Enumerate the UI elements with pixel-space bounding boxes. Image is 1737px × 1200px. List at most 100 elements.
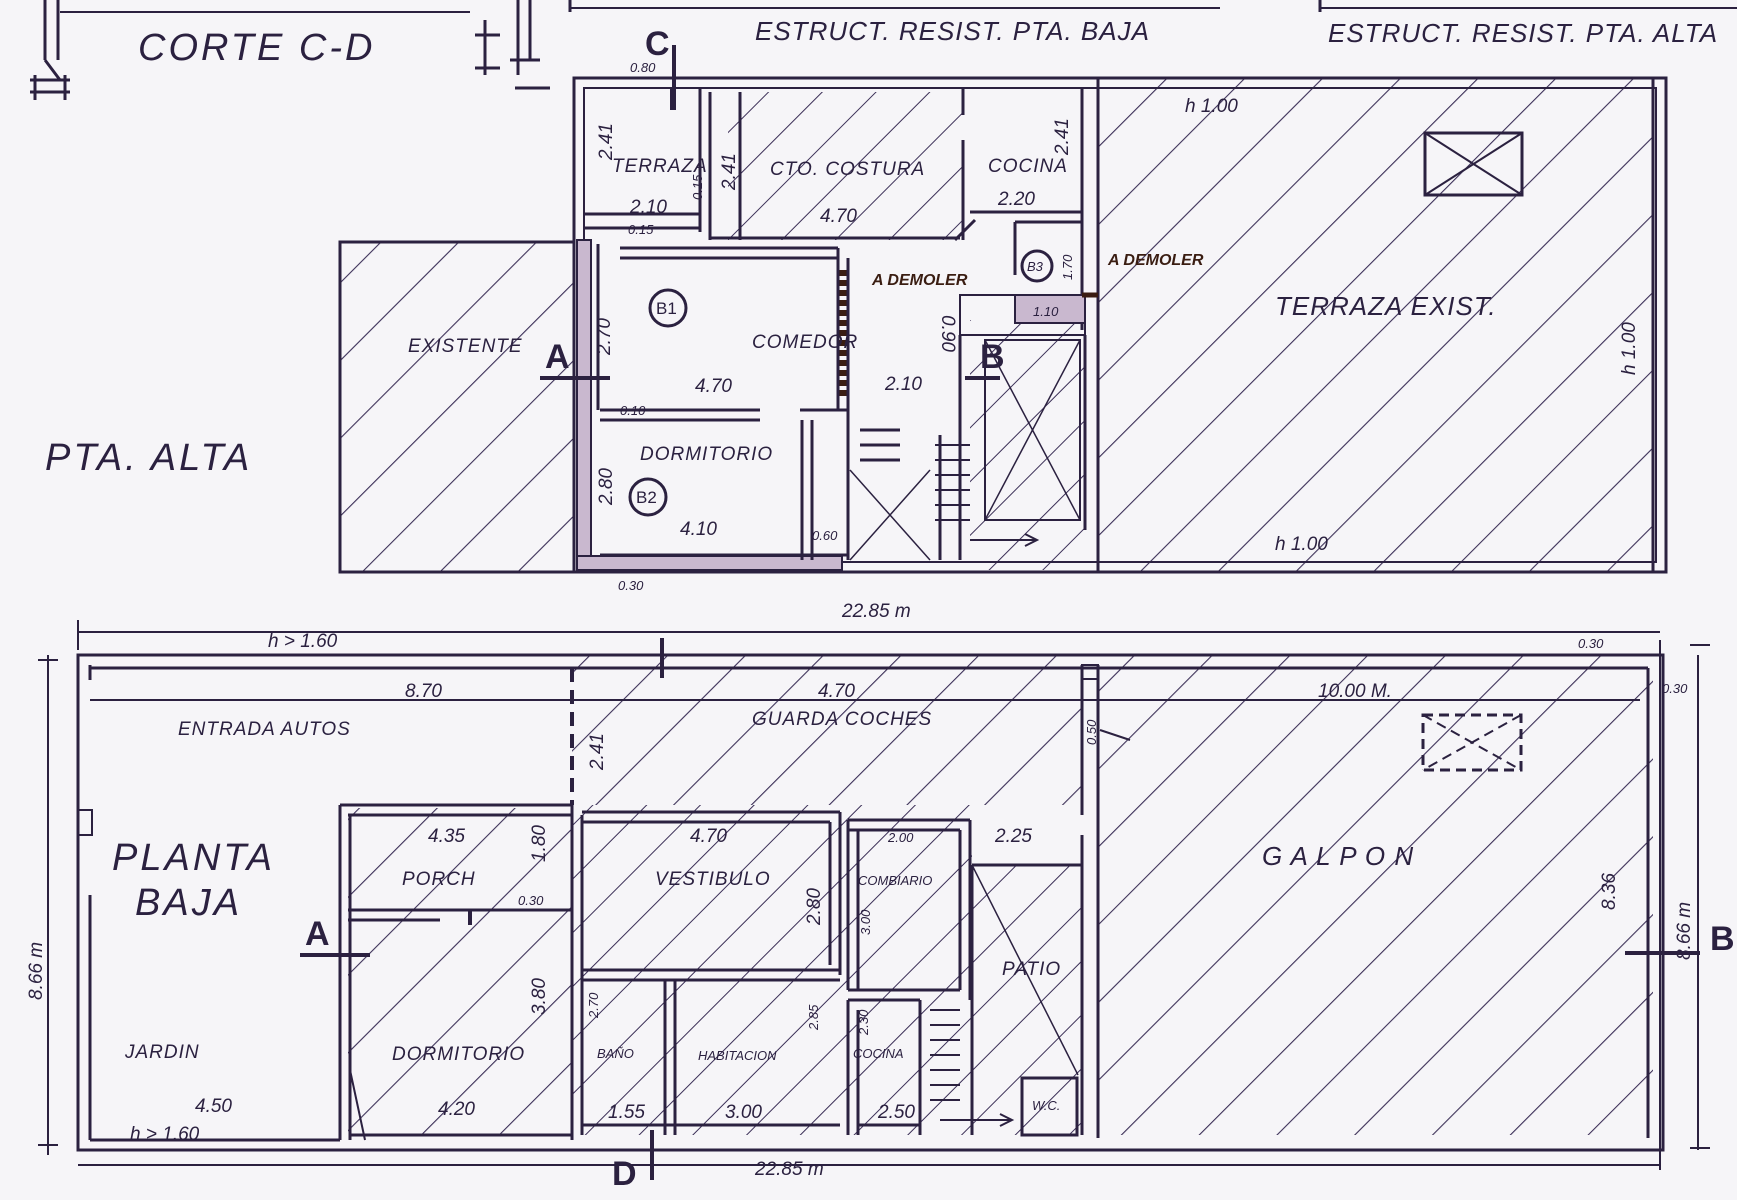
- dim-upper-210: 2.10: [629, 197, 667, 218]
- dim-lower-450: 4.50: [195, 1096, 232, 1117]
- room-cocina-lower: COCINA: [853, 1046, 904, 1061]
- dim-upper-241c: 2.41: [1052, 118, 1073, 156]
- galpon-hatch: [1098, 655, 1653, 1135]
- dim-upper-060: 0.60: [812, 528, 838, 543]
- dim-lower-241: 2.41: [587, 733, 608, 771]
- dim-upper-015a: 0.15: [690, 174, 705, 200]
- dim-total-lower: 22.85 m: [754, 1159, 824, 1180]
- dim-upper-h100b: h 1.00: [1275, 534, 1328, 555]
- lower-plan: [38, 620, 1710, 1170]
- room-terraza-exist: TERRAZA EXIST.: [1275, 291, 1497, 321]
- tag-b3: B3: [1027, 259, 1044, 274]
- dim-upper-470b: 4.70: [695, 376, 732, 397]
- dim-upper-470a: 4.70: [820, 206, 857, 227]
- note-demoler-2: A DEMOLER: [1107, 252, 1204, 269]
- dim-lower-200: 2.00: [887, 830, 914, 845]
- room-entrada-autos: ENTRADA AUTOS: [178, 719, 351, 740]
- dim-upper-241b: 2.41: [719, 153, 740, 191]
- dim-upper-220: 2.20: [997, 189, 1035, 210]
- dim-total-upper: 22.85 m: [841, 601, 911, 622]
- upper-stair-hatch: [970, 320, 1085, 570]
- room-cocina-upper: COCINA: [988, 156, 1068, 177]
- room-jardin: JARDIN: [124, 1042, 200, 1063]
- tag-circle-b1: [648, 288, 688, 328]
- upper-plan: [338, 76, 1668, 574]
- dim-upper-030: 0.30: [618, 578, 644, 593]
- baja-title: BAJA: [135, 882, 242, 924]
- tag-circle-b2: [628, 477, 668, 517]
- dim-upper-280: 2.80: [596, 468, 617, 506]
- room-habitacion: HABITACION: [698, 1048, 777, 1063]
- room-comedor: COMEDOR: [752, 332, 858, 353]
- dim-lower-300v: 3.00: [858, 909, 873, 935]
- terraza-exist-area: [1096, 76, 1655, 574]
- dim-lower-155: 1.55: [608, 1102, 645, 1123]
- dim-upper-010: 0.10: [620, 403, 646, 418]
- dim-upper-170: 1.70: [1060, 254, 1075, 280]
- dim-lower-470a: 4.70: [818, 681, 855, 702]
- section-label-a-upper: A: [545, 338, 570, 376]
- dim-upper-080: 0.80: [630, 60, 656, 75]
- dim-lower-270: 2.70: [586, 992, 601, 1019]
- section-label-b-upper: B: [980, 338, 1005, 376]
- planta-title: PLANTA: [112, 837, 275, 879]
- struct-baja-title: ESTRUCT. RESIST. PTA. BAJA: [755, 16, 1150, 46]
- room-galpon: G A L P O N: [1262, 841, 1414, 871]
- corte-detail-right: [475, 0, 1737, 90]
- dim-upper-241a: 2.41: [596, 123, 617, 161]
- patio-hatch: [972, 865, 1082, 1135]
- dim-upper-210b: 2.10: [884, 374, 922, 395]
- room-costura: CTO. COSTURA: [770, 159, 925, 180]
- dim-upper-015b: 0.15: [628, 222, 654, 237]
- corte-detail-left: [30, 0, 470, 100]
- room-combiario: COMBIARIO: [858, 873, 932, 888]
- dim-lower-030c: 0.30: [518, 893, 544, 908]
- dim-lower-280: 2.80: [804, 888, 825, 926]
- dim-lower-1000: 10.00 M.: [1318, 681, 1392, 702]
- tag-b2: B2: [636, 488, 657, 507]
- dim-upper-110: 1.10: [1033, 304, 1059, 319]
- dim-lower-050: 0.50: [1084, 719, 1099, 745]
- note-demoler-1: A DEMOLER: [871, 272, 968, 289]
- section-label-a-lower: A: [305, 915, 330, 953]
- dim-lower-030a: 0.30: [1578, 636, 1604, 651]
- room-patio: PATIO: [1002, 959, 1061, 980]
- dim-lower-180: 1.80: [529, 825, 550, 862]
- guarda-coches-hatch: [572, 655, 1082, 805]
- room-terraza: TERRAZA: [612, 156, 708, 177]
- section-label-d: D: [612, 1155, 637, 1193]
- room-existente: EXISTENTE: [408, 336, 523, 357]
- room-guarda-coches: GUARDA COCHES: [752, 709, 932, 730]
- dim-upper-h100c: h 1.00: [1619, 322, 1640, 375]
- dim-lower-435: 4.35: [428, 826, 465, 847]
- dim-lower-225: 2.25: [994, 826, 1032, 847]
- dim-lower-836: 8.36: [1599, 873, 1620, 910]
- corte-title: CORTE C-D: [138, 27, 375, 69]
- room-dormitorio-upper: DORMITORIO: [640, 444, 773, 465]
- dim-lower-h160b: h > 1.60: [130, 1124, 200, 1145]
- tag-circle-b3: [1020, 249, 1054, 283]
- dim-lower-866a: 8.66 m: [26, 942, 47, 1000]
- dim-upper-410: 4.10: [680, 519, 717, 540]
- struct-alta-title: ESTRUCT. RESIST. PTA. ALTA: [1328, 18, 1718, 48]
- section-label-c: C: [645, 25, 670, 63]
- dim-lower-470b: 4.70: [690, 826, 727, 847]
- dim-lower-866b: 8.66 m: [1674, 902, 1695, 960]
- dim-lower-870: 8.70: [405, 681, 442, 702]
- existente-area: [338, 240, 576, 574]
- tag-b1: B1: [656, 299, 677, 318]
- dim-lower-h160a: h > 1.60: [268, 631, 338, 652]
- dim-lower-300: 3.00: [725, 1102, 762, 1123]
- porch-hatch: [348, 808, 572, 1135]
- room-dormitorio-lower: DORMITORIO: [392, 1044, 525, 1065]
- costura-hatch: [728, 92, 963, 240]
- room-porch: PORCH: [402, 869, 476, 890]
- section-label-b-lower: B: [1710, 920, 1735, 958]
- dim-lower-250: 2.50: [877, 1102, 915, 1123]
- dim-upper-090: 0.90: [937, 315, 958, 352]
- dim-upper-270: 2.70: [594, 318, 615, 356]
- room-vestibulo: VESTIBULO: [655, 869, 771, 890]
- room-wc: W.C.: [1032, 1098, 1060, 1113]
- room-bano: BAÑO: [597, 1046, 634, 1061]
